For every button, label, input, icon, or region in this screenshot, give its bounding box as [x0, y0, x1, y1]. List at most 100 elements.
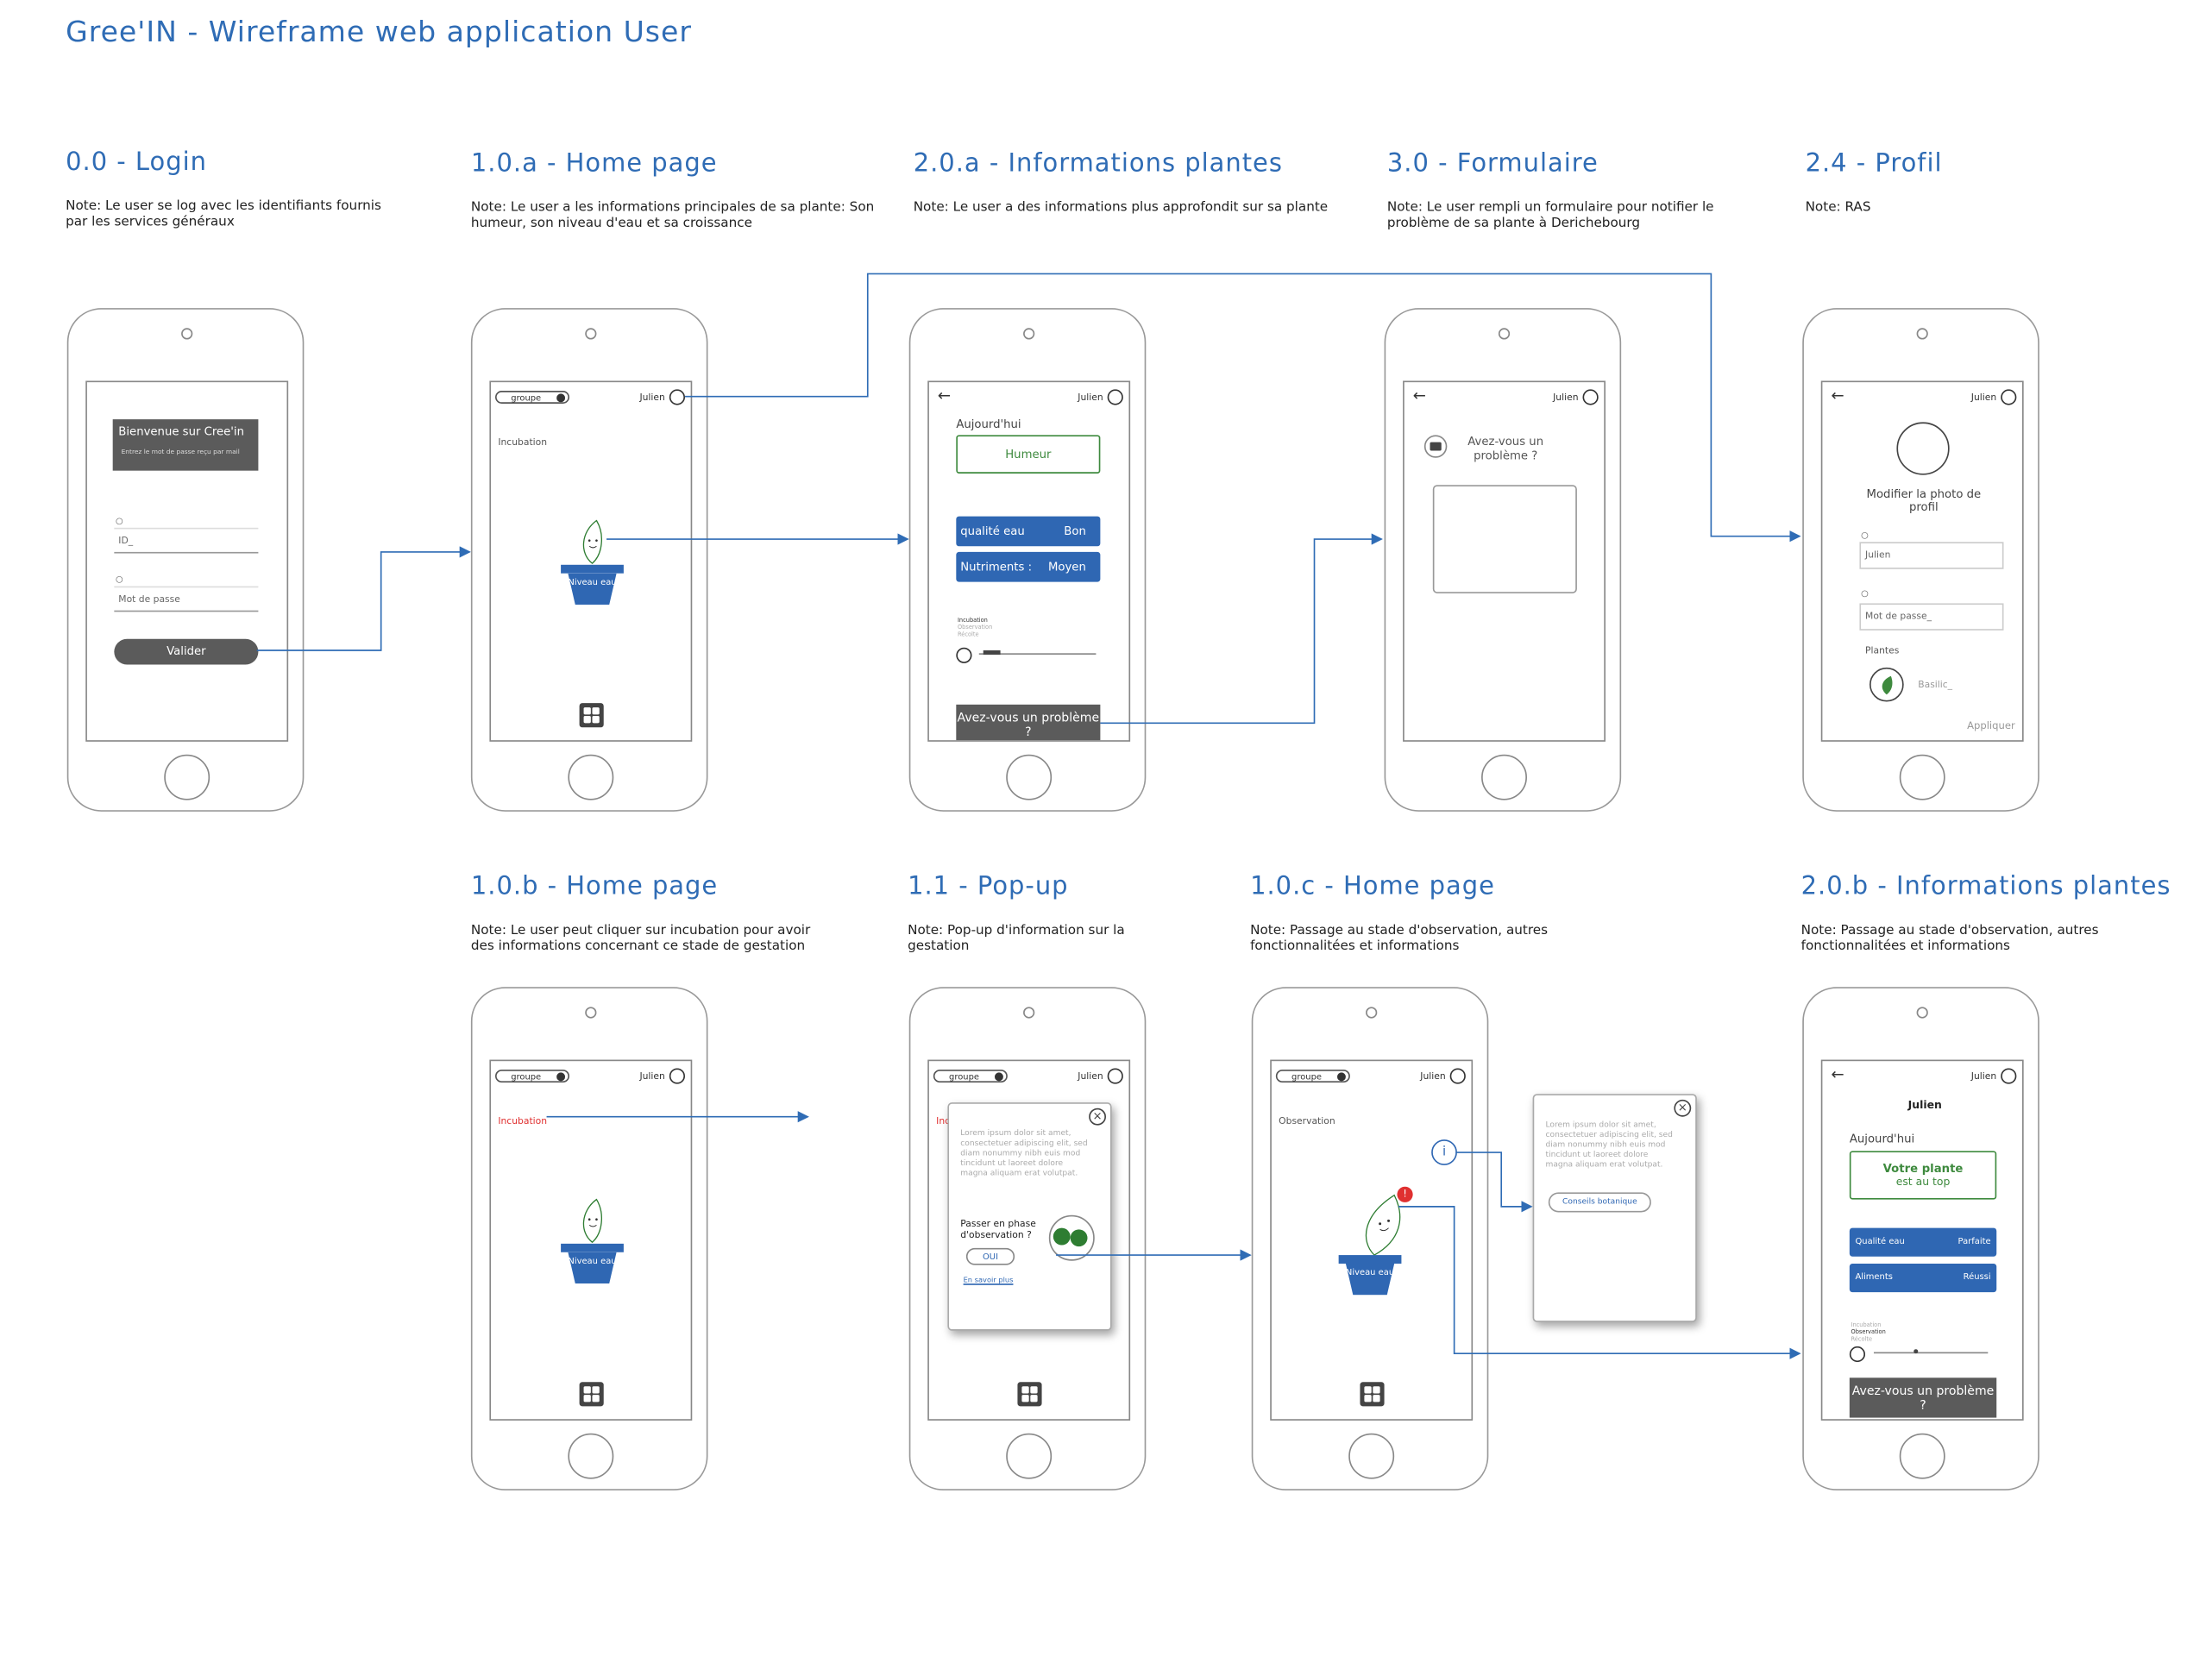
user-menu[interactable]: Julien — [1971, 1068, 2017, 1084]
back-arrow-icon[interactable]: ← — [937, 386, 952, 405]
user-menu[interactable]: Julien — [1078, 389, 1123, 405]
learn-more-link[interactable]: En savoir plus — [963, 1276, 1014, 1285]
water-value: Bon — [1064, 524, 1086, 538]
yes-button[interactable]: OUI — [965, 1247, 1015, 1265]
camera — [1916, 1007, 1928, 1019]
edit-photo-link[interactable]: Modifier la photo de profil — [1866, 487, 1982, 514]
arrow-badge-to-info-b — [1398, 1206, 1801, 1359]
problem-question: Avez-vous un problème ? — [1467, 435, 1544, 462]
back-arrow-icon[interactable]: ← — [1831, 1065, 1844, 1084]
section-title-profil: 2.4 - Profil — [1805, 149, 1943, 179]
name-field-marker: ○ — [1861, 530, 1869, 541]
grid-menu-icon[interactable] — [579, 1382, 604, 1407]
profile-photo-avatar[interactable] — [1896, 422, 1950, 475]
home-button[interactable] — [1348, 1433, 1395, 1479]
user-name: Julien — [1420, 1070, 1446, 1083]
tips-popup: × Lorem ipsum dolor sit amet, consectetu… — [1532, 1094, 1697, 1322]
close-icon[interactable]: × — [1674, 1099, 1692, 1117]
phone-login: Bienvenue sur Cree'in Entrez le mot de p… — [66, 308, 305, 812]
group-toggle[interactable]: groupe — [495, 1070, 570, 1083]
water-label: Qualité eau — [1855, 1236, 1905, 1247]
camera — [1366, 1007, 1378, 1019]
apply-button[interactable]: Appliquer — [1967, 720, 2015, 732]
section-title-home-b: 1.0.b - Home page — [470, 872, 719, 902]
password-field[interactable]: Mot de passe_ — [1859, 603, 2004, 631]
plant-avatar-icon[interactable] — [1870, 667, 1904, 702]
user-menu[interactable]: Julien — [1553, 389, 1599, 405]
home-button[interactable] — [164, 754, 211, 800]
home-button[interactable] — [568, 754, 614, 800]
password-field[interactable]: Mot de passe — [114, 586, 259, 612]
grid-menu-icon[interactable] — [1017, 1382, 1042, 1407]
stage-label[interactable]: Incubation — [498, 436, 548, 449]
nutrients-card[interactable]: Nutriments : Moyen — [956, 551, 1101, 582]
avatar-icon — [1582, 389, 1599, 405]
group-toggle[interactable]: groupe — [1275, 1070, 1350, 1083]
camera — [181, 328, 193, 340]
growth-progress — [983, 650, 1001, 655]
camera — [1023, 328, 1035, 340]
password-field-marker: ○ — [115, 574, 123, 585]
camera-icon[interactable] — [1423, 435, 1448, 458]
growth-track — [1873, 1352, 1989, 1354]
screen-home-b: groupe Julien Incubation Niveau eau — [489, 1059, 693, 1421]
back-arrow-icon[interactable]: ← — [1412, 386, 1426, 405]
id-field[interactable]: ID_ — [114, 527, 259, 554]
stage-recolte: Récolte — [1851, 1334, 1873, 1342]
page-title: Gree'IN - Wireframe web application User — [66, 14, 692, 49]
plant-status-line1: Votre plante — [1882, 1162, 1964, 1176]
stage-label[interactable]: Observation — [1279, 1115, 1335, 1127]
plant-name[interactable]: Basilic_ — [1918, 679, 1953, 691]
plant-icon — [1365, 1194, 1401, 1256]
food-card[interactable]: Aliments Réussi — [1849, 1264, 1997, 1293]
grid-menu-icon[interactable] — [579, 703, 604, 728]
home-button[interactable] — [568, 1433, 614, 1479]
alert-badge[interactable]: ! — [1397, 1186, 1413, 1202]
user-menu[interactable]: Julien — [1078, 1068, 1123, 1084]
group-toggle[interactable]: groupe — [495, 391, 570, 404]
botanical-tips-button[interactable]: Conseils botanique — [1548, 1192, 1651, 1213]
plant-owner-name: Julien — [1907, 1098, 1942, 1112]
home-button[interactable] — [1899, 1433, 1945, 1479]
user-menu[interactable]: Julien — [639, 389, 686, 405]
user-menu[interactable]: Julien — [1971, 389, 2017, 405]
popup-text: Lorem ipsum dolor sit amet, consectetuer… — [960, 1129, 1088, 1178]
arrow-login-to-home — [256, 546, 471, 651]
section-note-info-b: Note: Passage au stade d'observation, au… — [1800, 922, 2099, 955]
water-quality-card[interactable]: qualité eau Bon — [956, 516, 1101, 547]
home-button[interactable] — [1006, 1433, 1053, 1479]
home-button[interactable] — [1899, 754, 1945, 800]
problem-button[interactable]: Avez-vous un problème ? — [1849, 1377, 1997, 1418]
camera — [1023, 1007, 1035, 1019]
section-note-home-a: Note: Le user a les informations princip… — [470, 199, 875, 231]
stage-label[interactable]: Inc — [936, 1115, 951, 1127]
plant-status-card[interactable]: Votre plante est au top — [1849, 1151, 1997, 1200]
name-field[interactable]: Julien — [1859, 542, 2004, 569]
login-subheader: Entrez le mot de passe reçu par mail — [121, 449, 240, 457]
section-note-popup: Note: Pop-up d'information sur la gestat… — [908, 922, 1125, 955]
user-menu[interactable]: Julien — [639, 1068, 686, 1084]
close-icon[interactable]: × — [1089, 1108, 1107, 1126]
toggle-dot — [556, 393, 566, 403]
problem-textarea[interactable] — [1432, 485, 1577, 593]
section-title-login: 0.0 - Login — [66, 147, 208, 178]
login-welcome: Bienvenue sur Cree'in — [118, 424, 244, 438]
stage-label[interactable]: Incubation — [498, 1115, 548, 1127]
back-arrow-icon[interactable]: ← — [1831, 386, 1844, 405]
home-button[interactable] — [1481, 754, 1527, 800]
home-button[interactable] — [1006, 754, 1053, 800]
user-menu[interactable]: Julien — [1420, 1068, 1466, 1084]
screen-profil: ← Julien Modifier la photo de profil ○ J… — [1820, 380, 2024, 742]
group-toggle[interactable]: groupe — [933, 1070, 1008, 1083]
plant-icon — [582, 519, 602, 564]
section-title-home-a: 1.0.a - Home page — [470, 149, 718, 179]
password-field-marker: ○ — [1861, 588, 1869, 599]
user-name: Julien — [639, 1070, 665, 1083]
validate-button[interactable]: Valider — [114, 638, 259, 665]
grid-menu-icon[interactable] — [1360, 1382, 1385, 1407]
mood-card[interactable]: Humeur — [956, 435, 1101, 474]
problem-button[interactable]: Avez-vous un problème ? — [956, 704, 1101, 741]
water-quality-card[interactable]: Qualité eau Parfaite — [1849, 1227, 1997, 1257]
nutrients-label: Nutriments : — [960, 560, 1033, 574]
